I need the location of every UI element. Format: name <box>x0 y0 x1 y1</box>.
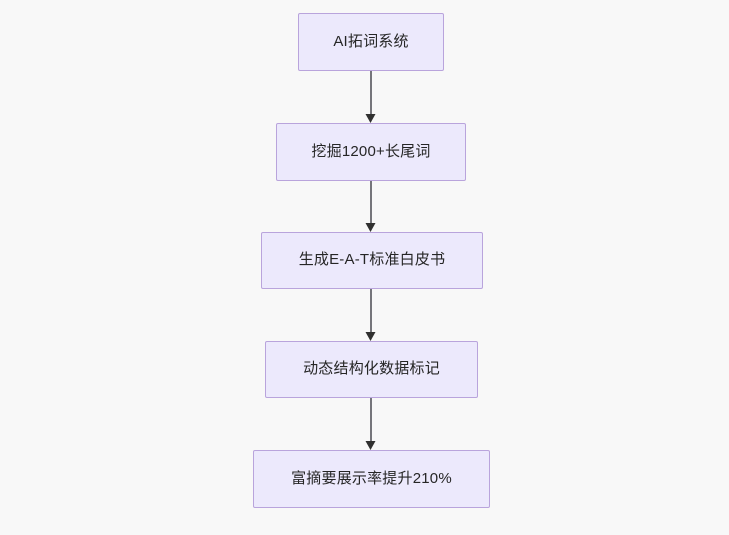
flowchart-node-4[interactable]: 富摘要展示率提升210% <box>253 450 490 508</box>
flowchart-node-1-label: 挖掘1200+长尾词 <box>311 142 431 160</box>
arrow-down-icon <box>365 332 376 341</box>
flowchart-node-0[interactable]: AI拓词系统 <box>298 13 444 71</box>
arrow-down-icon <box>365 441 376 450</box>
flowchart-node-2-label: 生成E-A-T标准白皮书 <box>298 251 446 269</box>
flowchart-node-3-label: 动态结构化数据标记 <box>303 360 440 378</box>
edge-line <box>370 71 372 114</box>
edge-line <box>370 181 372 223</box>
arrow-down-icon <box>365 114 376 123</box>
flowchart-node-3[interactable]: 动态结构化数据标记 <box>265 341 478 398</box>
flowchart-node-1[interactable]: 挖掘1200+长尾词 <box>276 123 466 181</box>
edge-line <box>370 398 372 441</box>
edge-line <box>370 289 372 332</box>
flowchart-node-0-label: AI拓词系统 <box>333 32 409 50</box>
flowchart-node-4-label: 富摘要展示率提升210% <box>291 469 452 487</box>
flowchart-node-2[interactable]: 生成E-A-T标准白皮书 <box>261 232 483 289</box>
arrow-down-icon <box>365 223 376 232</box>
